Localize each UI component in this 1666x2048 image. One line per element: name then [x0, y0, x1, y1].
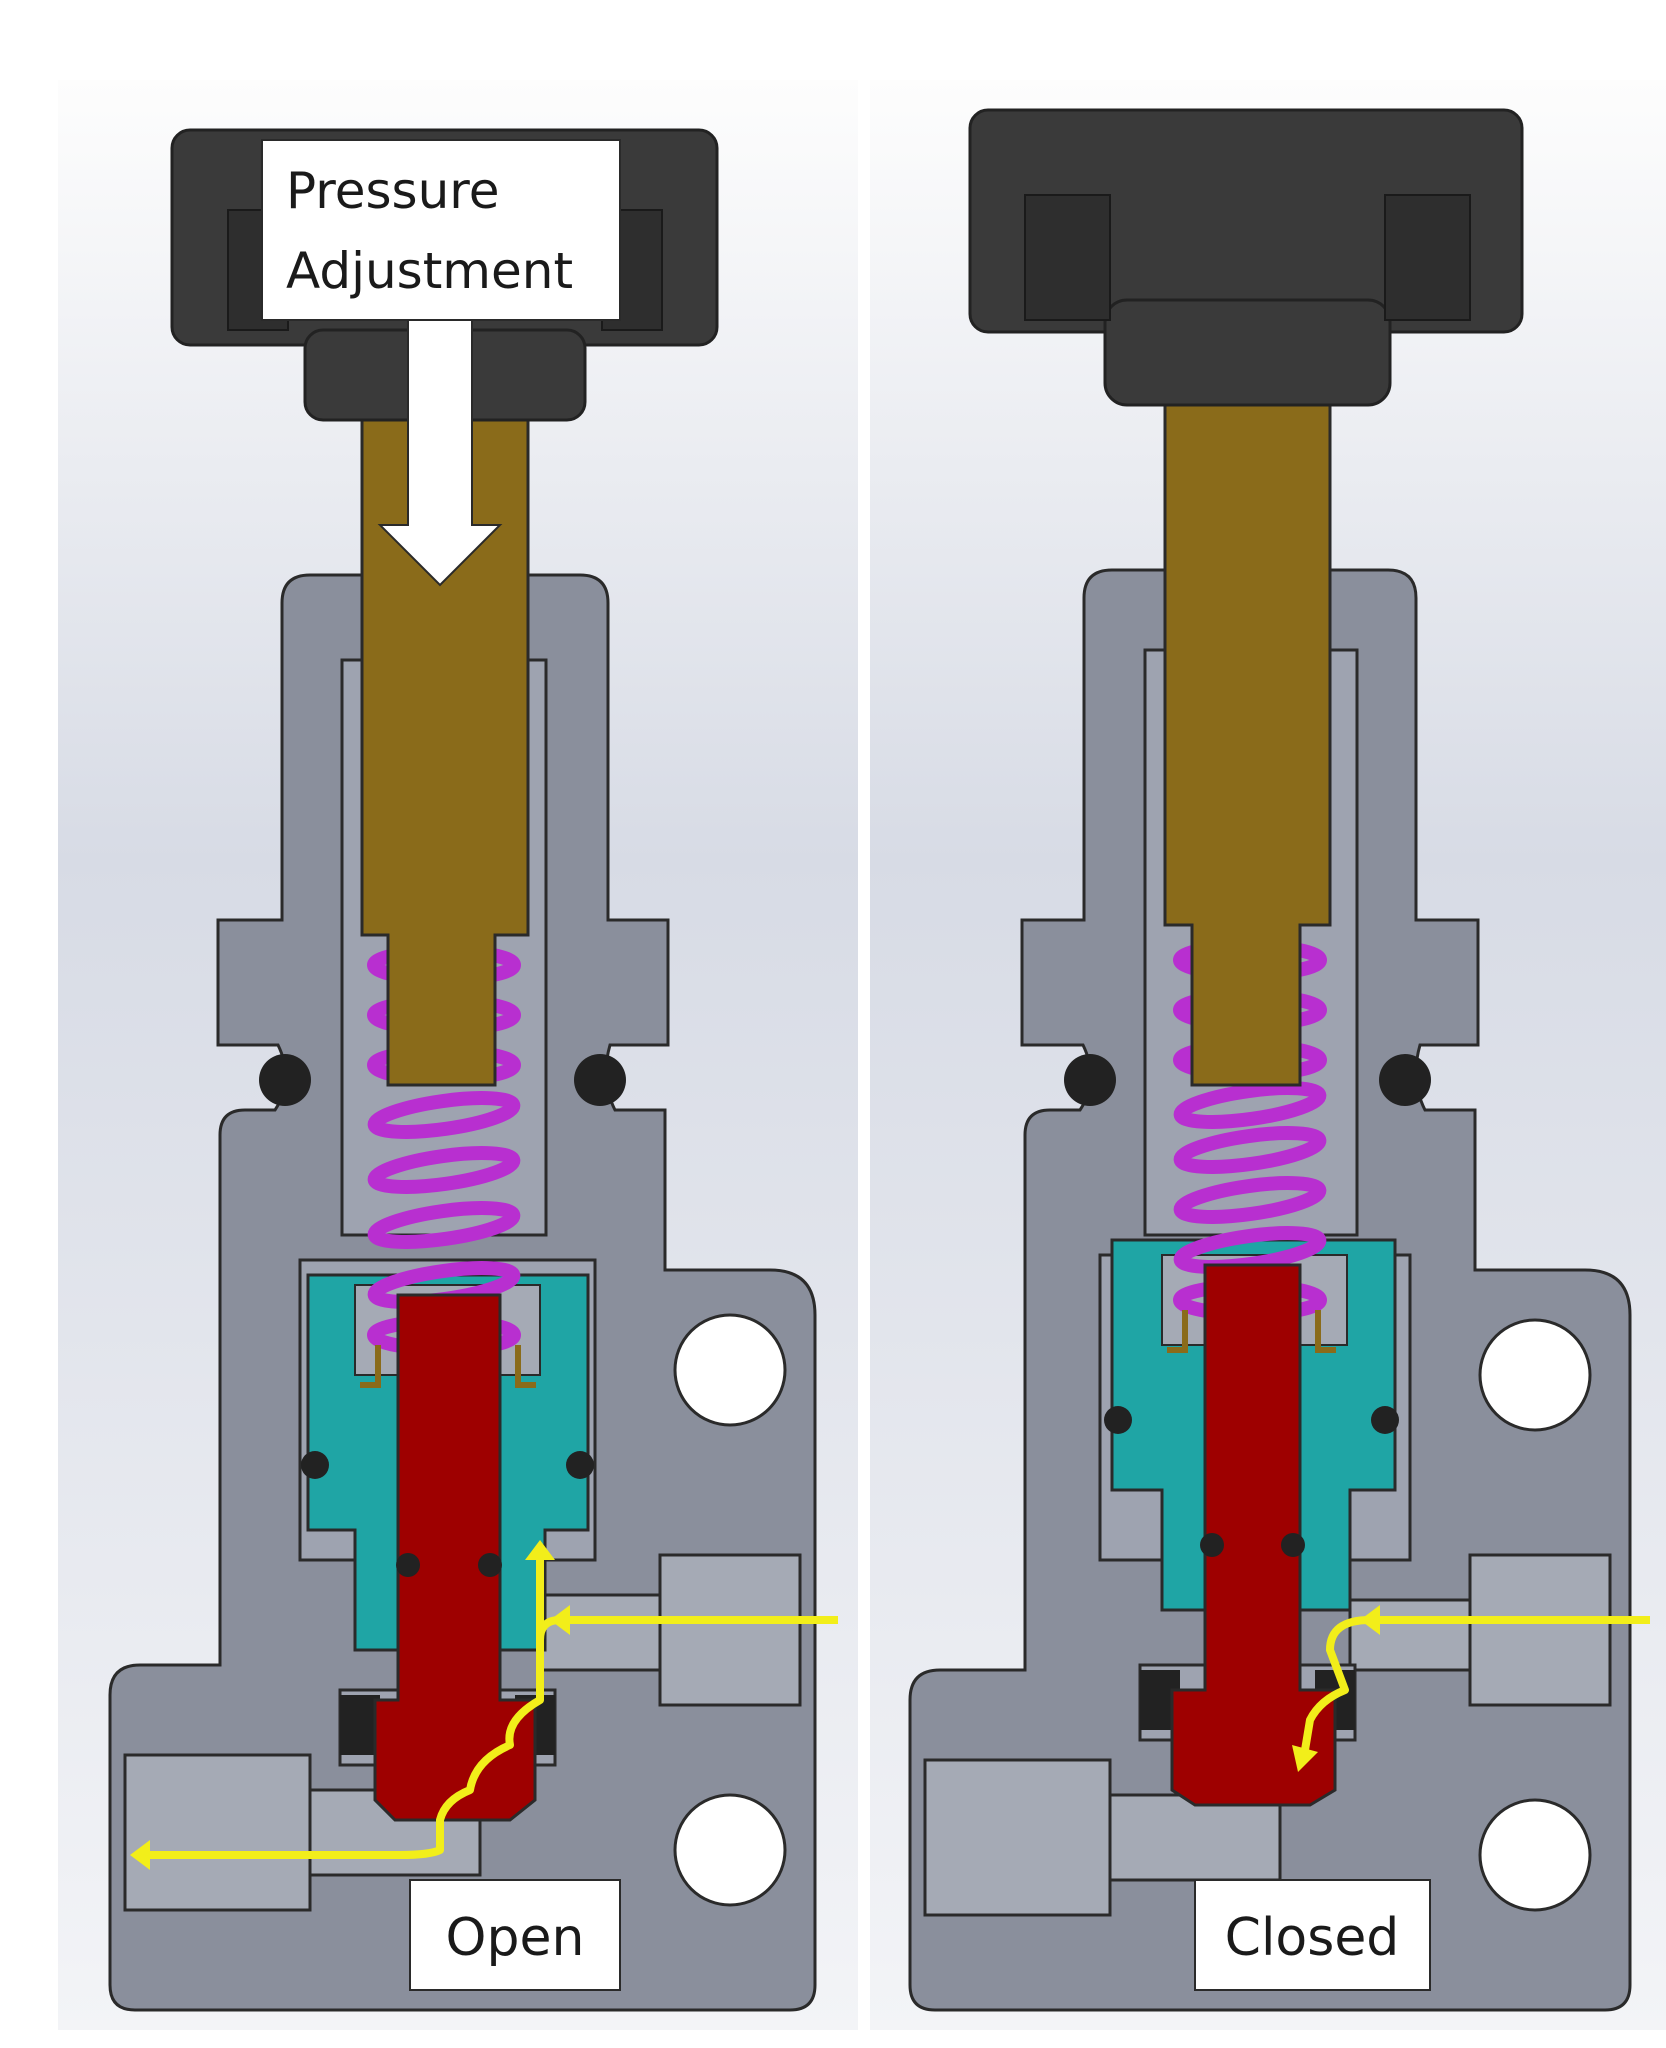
inlet-channel	[538, 1593, 662, 1672]
label-closed: Closed	[1225, 1908, 1400, 1968]
closed-state-label: Closed	[1194, 1879, 1431, 1991]
outlet-channel	[1108, 1793, 1282, 1882]
mounting-hole	[1478, 1318, 1592, 1432]
flow-arrowhead	[550, 1605, 570, 1635]
mounting-hole	[673, 1793, 787, 1907]
outlet-port	[923, 1758, 1112, 1917]
spring-retainer	[515, 1345, 536, 1388]
knob-recess	[1024, 194, 1111, 321]
knob-recess	[1384, 194, 1471, 321]
mounting-hole	[673, 1313, 787, 1427]
outlet-port	[123, 1753, 312, 1912]
adjustment-stem	[360, 398, 530, 1087]
seat-o-ring	[301, 1451, 329, 1479]
o-ring	[574, 1054, 626, 1106]
seat-o-ring	[1104, 1406, 1132, 1434]
flow-arrow-closed	[1301, 1616, 1650, 1751]
pressure-adjustment-label: Pressure Adjustment	[261, 139, 621, 321]
o-ring	[1064, 1054, 1116, 1106]
label-open: Open	[446, 1908, 585, 1968]
seal-lip	[340, 1695, 380, 1755]
label-adjustment: Adjustment	[286, 242, 573, 300]
flow-arrowhead	[1360, 1605, 1380, 1635]
mounting-hole	[1478, 1798, 1592, 1912]
inlet-port	[1468, 1553, 1612, 1707]
o-ring	[1379, 1054, 1431, 1106]
flow-arrowhead	[130, 1840, 150, 1870]
valve-closed-section	[908, 108, 1650, 2012]
piston-o-ring	[1200, 1533, 1224, 1557]
flow-arrowhead	[1292, 1745, 1318, 1772]
seat-o-ring	[1371, 1406, 1399, 1434]
inlet-channel	[1348, 1598, 1472, 1672]
piston-o-ring	[478, 1553, 502, 1577]
flow-arrowhead	[525, 1540, 555, 1560]
seat-o-ring	[566, 1451, 594, 1479]
inlet-port	[658, 1553, 802, 1707]
piston-o-ring	[1281, 1533, 1305, 1557]
spring-retainer	[360, 1345, 381, 1388]
spring-retainer	[1167, 1310, 1188, 1353]
spring-retainer	[1315, 1310, 1336, 1353]
piston-o-ring	[396, 1553, 420, 1577]
pressure-arrow	[377, 319, 503, 587]
open-state-label: Open	[409, 1879, 621, 1991]
adjustment-stem	[1163, 388, 1332, 1087]
o-ring	[259, 1054, 311, 1106]
label-pressure: Pressure	[286, 162, 500, 220]
knob-hub	[1103, 298, 1392, 407]
